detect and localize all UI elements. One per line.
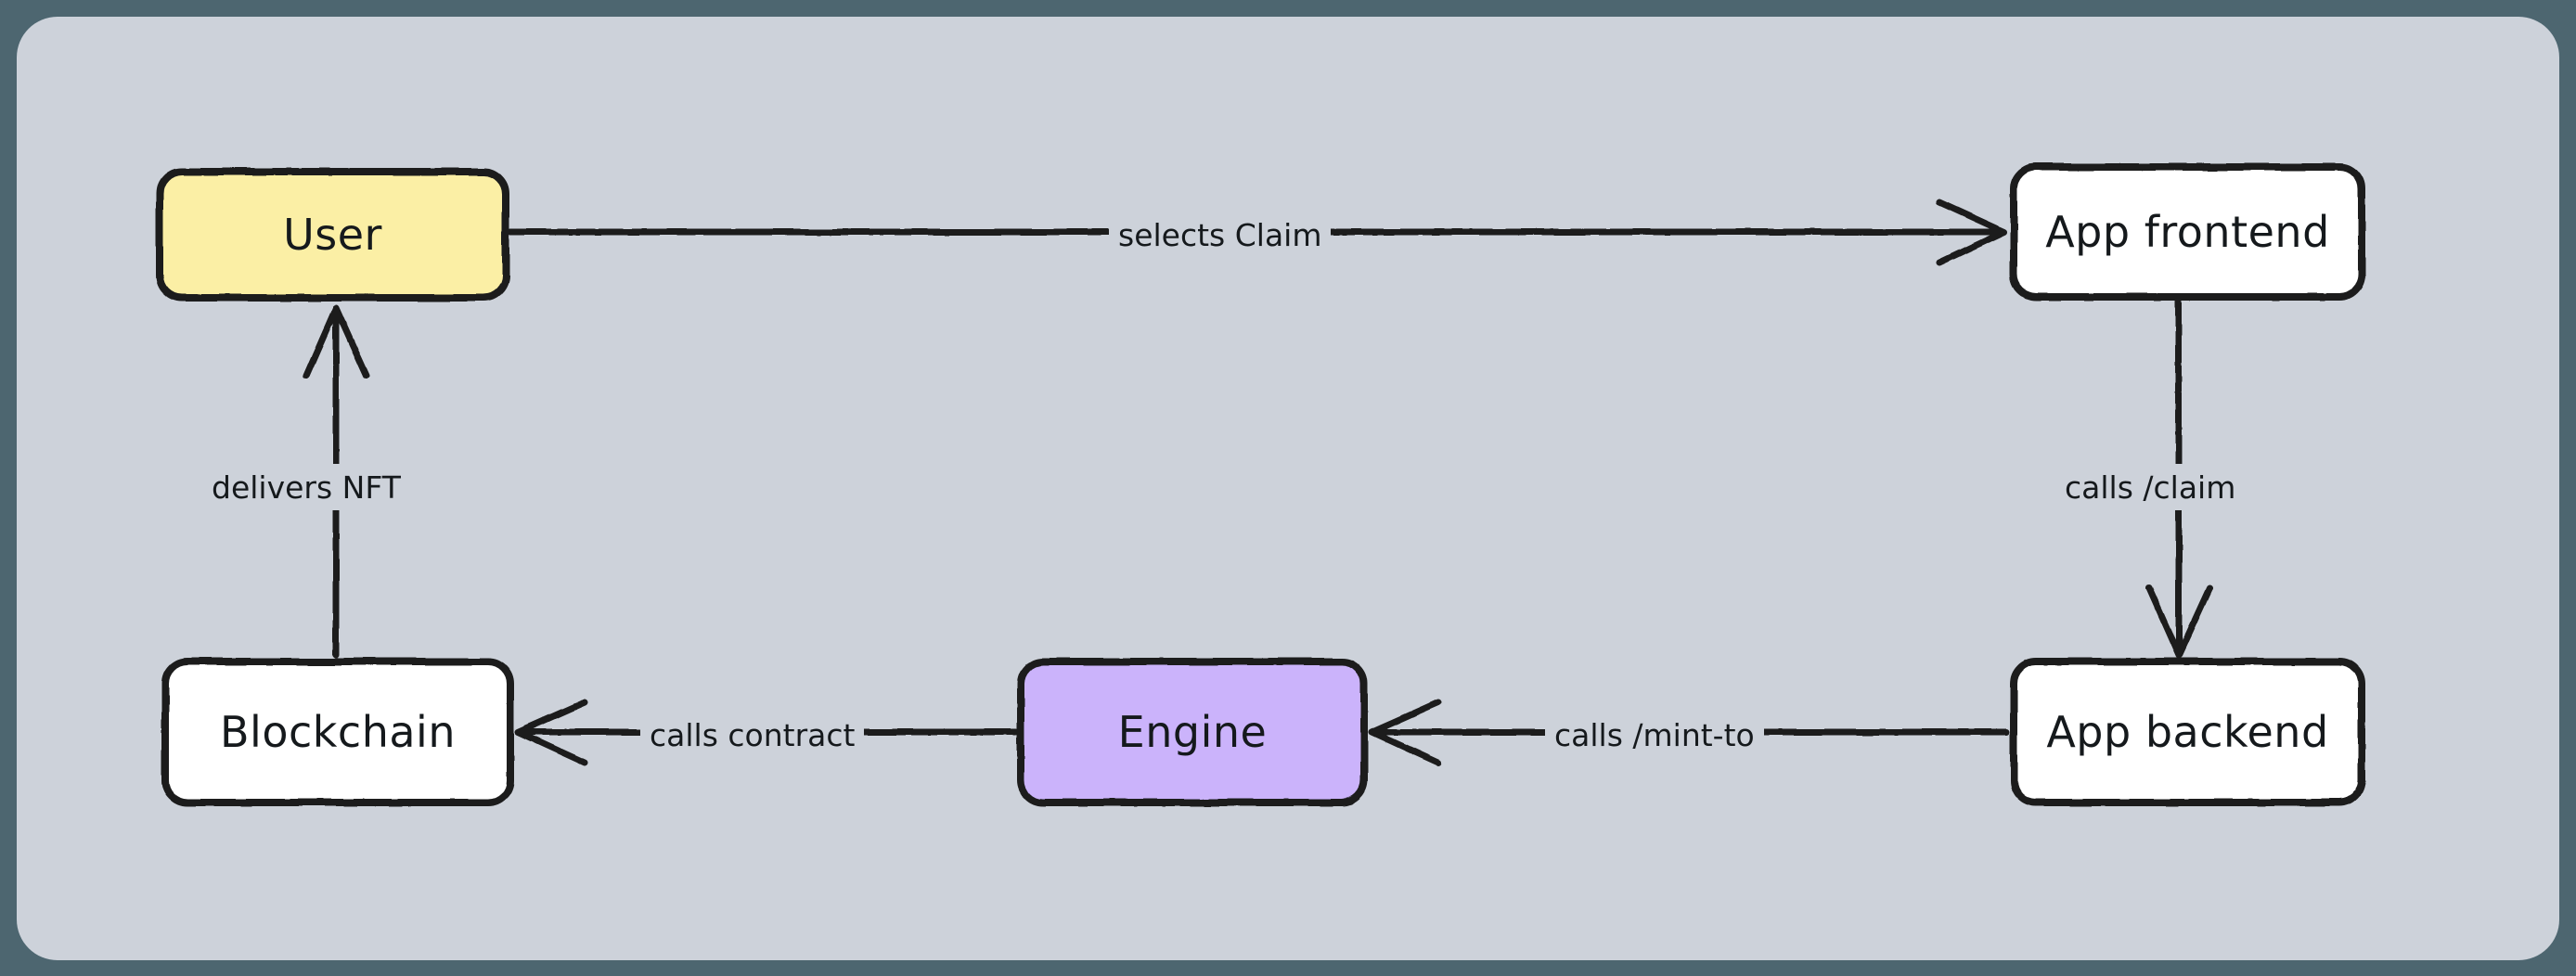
edge-calls-claim [2145,297,2213,659]
edge-delivers-nft [303,304,370,659]
node-user[interactable] [156,168,509,302]
node-app-frontend[interactable] [2010,163,2365,301]
node-app-backend[interactable] [2010,658,2365,806]
node-blockchain[interactable] [161,658,514,806]
edge-calls-contract [514,699,1019,766]
node-engine[interactable] [1017,658,1368,806]
edge-calls-mint-to [1368,699,2010,766]
edge-selects-claim [506,199,2008,266]
